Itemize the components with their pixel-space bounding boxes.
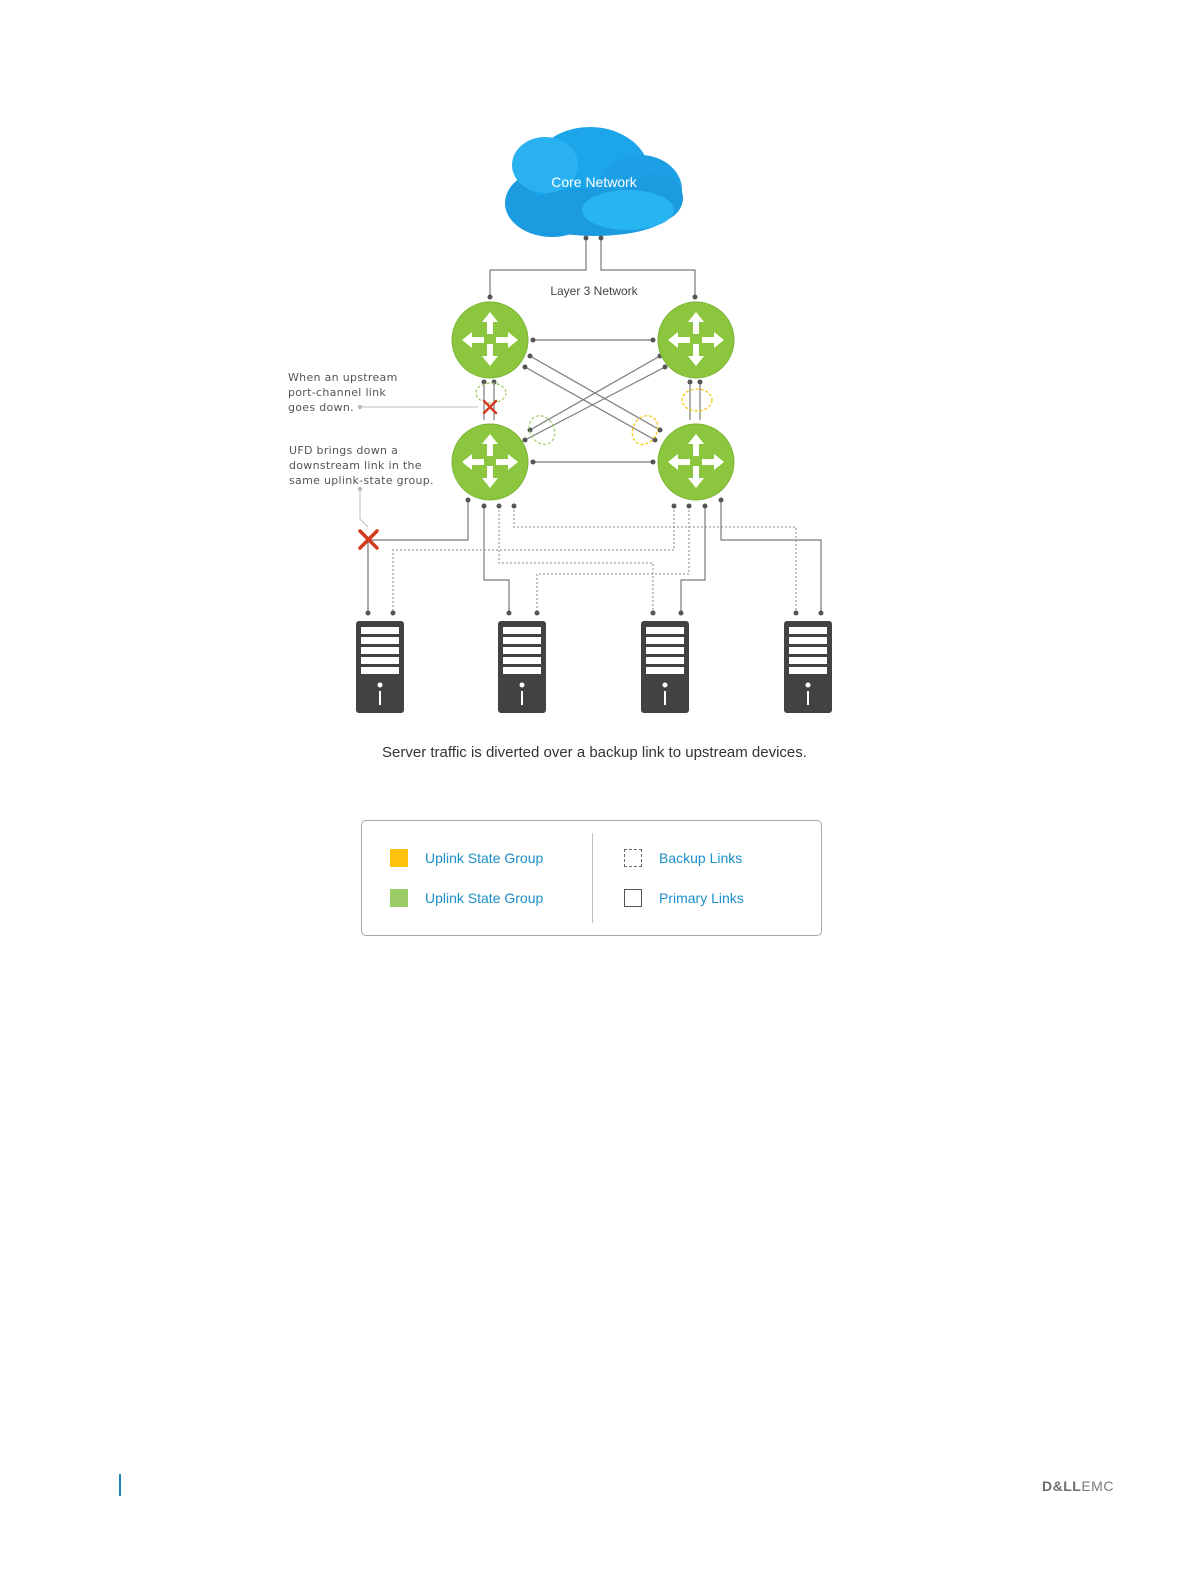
legend-label: Primary Links: [659, 890, 744, 906]
callout-upstream: When an upstream port-channel link goes …: [288, 370, 398, 415]
logo-emc: EMC: [1081, 1478, 1114, 1494]
callout-ufd-line: downstream link in the: [289, 458, 434, 473]
dell-emc-logo: D&LLEMC: [1042, 1478, 1114, 1494]
server-1: [356, 621, 404, 713]
layer3-label: Layer 3 Network: [550, 284, 638, 298]
server-2: [498, 621, 546, 713]
footer-accent-bar: [119, 1474, 121, 1496]
callout-upstream-line: goes down.: [288, 400, 398, 415]
legend-item-yellow-group: Uplink State Group: [390, 849, 543, 867]
router-bottom-right: [658, 424, 734, 500]
legend-label: Uplink State Group: [425, 850, 543, 866]
legend-item-primary-links: Primary Links: [624, 889, 744, 907]
cloud-label: Core Network: [551, 174, 638, 190]
router-top-left: [452, 302, 528, 378]
legend-item-backup-links: Backup Links: [624, 849, 742, 867]
diagram-caption: Server traffic is diverted over a backup…: [0, 744, 1189, 761]
dashed-box-icon: [624, 849, 642, 867]
legend-divider: [592, 833, 593, 923]
legend-label: Uplink State Group: [425, 890, 543, 906]
yellow-square-icon: [390, 849, 408, 867]
legend-label: Backup Links: [659, 850, 742, 866]
logo-dell: D&LL: [1042, 1478, 1081, 1494]
server-3: [641, 621, 689, 713]
callout-upstream-line: port-channel link: [288, 385, 398, 400]
callout-ufd-line: UFD brings down a: [289, 443, 434, 458]
router-bottom-left: [452, 424, 528, 500]
server-4: [784, 621, 832, 713]
router-top-right: [658, 302, 734, 378]
primary-downlinks: [368, 500, 821, 612]
legend-item-green-group: Uplink State Group: [390, 889, 543, 907]
backup-downlinks: [393, 506, 796, 612]
legend: Uplink State Group Uplink State Group Ba…: [361, 820, 822, 936]
callout-ufd: UFD brings down a downstream link in the…: [289, 443, 434, 488]
green-square-icon: [390, 889, 408, 907]
solid-box-icon: [624, 889, 642, 907]
callout-ufd-line: same uplink-state group.: [289, 473, 434, 488]
callout-upstream-line: When an upstream: [288, 370, 398, 385]
core-network-cloud: Core Network: [505, 127, 683, 237]
